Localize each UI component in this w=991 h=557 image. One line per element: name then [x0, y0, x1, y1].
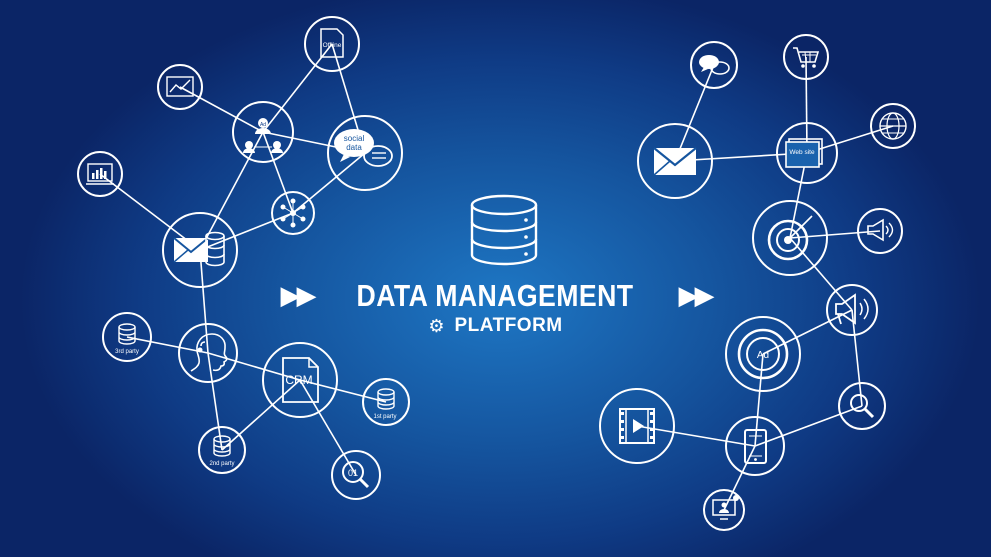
social-data-icon: social data	[327, 115, 403, 191]
page-subtitle: PLATFORM	[454, 315, 563, 336]
megaphone-icon	[826, 284, 878, 336]
person-profile-icon	[178, 323, 238, 383]
third-party-database-icon: 3rd party	[102, 312, 152, 362]
video-icon	[599, 388, 675, 464]
second-party-database-icon: 2nd party	[198, 426, 246, 474]
first-party-database-icon: 1st party	[362, 378, 410, 426]
website-label: Web site	[789, 149, 815, 156]
data-label: data	[346, 143, 362, 152]
bar-chart-icon	[77, 151, 123, 197]
chat-icon	[690, 41, 738, 89]
subtitle-row: ⚙ PLATFORM	[0, 313, 991, 339]
binary-label: 01	[348, 468, 358, 478]
first-party-label: 1st party	[373, 414, 396, 420]
megaphone-small-icon	[857, 208, 903, 254]
ad-label-top: Ad	[260, 122, 266, 128]
email-database-icon	[162, 212, 238, 288]
social-label: social	[344, 134, 365, 143]
binary-search-icon: 01	[331, 450, 381, 500]
second-party-label: 2nd party	[209, 461, 234, 467]
line-chart-icon	[157, 64, 203, 110]
search-icon	[838, 382, 886, 430]
monitor-user-icon	[703, 489, 745, 531]
document-offline-icon: Offline	[304, 16, 360, 72]
database-icon	[470, 194, 538, 266]
network-icon	[271, 191, 315, 235]
ad-target-icon: Ad	[725, 316, 801, 392]
shopping-cart-icon	[783, 34, 829, 80]
third-party-label: 3rd party	[115, 349, 139, 355]
tablet-icon	[725, 416, 785, 476]
email-icon	[637, 123, 713, 199]
globe-icon	[870, 103, 916, 149]
crm-document-icon: CRM	[262, 342, 338, 418]
right-arrows-icon: ▶▶	[678, 281, 715, 311]
left-arrows-icon: ▶▶	[280, 281, 316, 311]
website-icon: Web site	[776, 122, 838, 184]
crm-label: CRM	[285, 373, 312, 387]
gear-icon: ⚙	[428, 315, 445, 337]
ad-target-label: Ad	[757, 350, 769, 361]
page-title: DATA MANAGEMENT	[357, 278, 634, 313]
ad-network-icon: Ad	[232, 101, 294, 163]
title-row: ▶▶ DATA MANAGEMENT ▶▶	[0, 276, 991, 316]
offline-label: Offline	[323, 42, 342, 49]
target-icon	[752, 200, 828, 276]
